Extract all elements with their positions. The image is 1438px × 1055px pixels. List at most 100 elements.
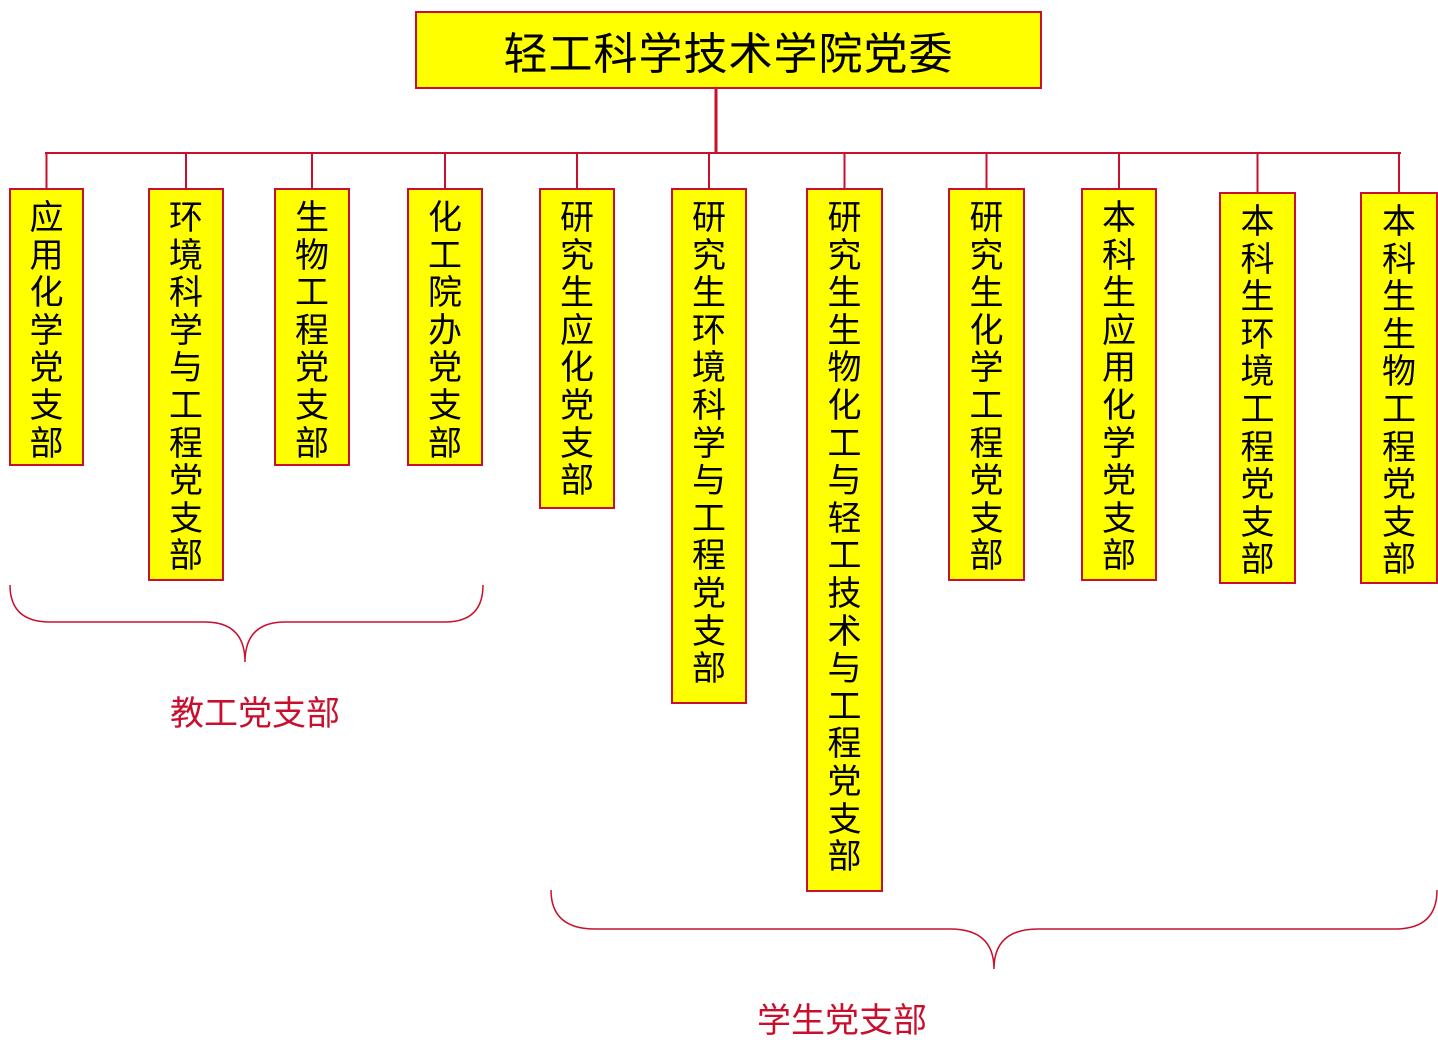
branch-label-char: 本 <box>1382 202 1416 242</box>
branch-label-char: 程 <box>692 536 726 577</box>
branch-label-char: 科 <box>1102 235 1136 276</box>
branch-label-char: 生 <box>827 273 862 314</box>
group-label-student: 学生党支部 <box>757 1001 927 1041</box>
branch-label-char: 化 <box>969 310 1004 351</box>
branch-label-char: 党 <box>1102 461 1136 502</box>
branch-label-char: 境 <box>169 235 203 276</box>
branch-label-char: 工 <box>692 498 726 539</box>
branch-label-char: 党 <box>560 385 594 426</box>
branch-label-char: 生 <box>827 310 862 351</box>
branch-label-char: 部 <box>295 423 329 464</box>
branch-label-char: 化 <box>560 348 594 389</box>
branch-label-char: 化 <box>29 273 64 314</box>
brace-student <box>550 889 1438 970</box>
branch-label-char: 生 <box>1240 277 1275 318</box>
branch-label-char: 支 <box>295 385 329 426</box>
branch-label-char: 部 <box>560 461 594 502</box>
branch-label-char: 科 <box>1240 239 1275 280</box>
branch-node: 研究生化学工程党支部 <box>948 188 1025 581</box>
branch-label-char: 物 <box>1382 352 1416 393</box>
branch-node: 本科生环境工程党支部 <box>1219 192 1296 584</box>
branch-label-char: 与 <box>827 461 862 502</box>
branch-label-char: 生 <box>1102 273 1136 314</box>
branch-label-char: 技 <box>827 573 862 614</box>
branch-label-char: 科 <box>692 385 726 426</box>
root-label: 轻工科学技术学院党委 <box>503 29 954 80</box>
branch-label-char: 党 <box>1240 465 1275 506</box>
branch-label-char: 程 <box>827 724 862 765</box>
branch-label-char: 工 <box>169 385 203 426</box>
branch-label-char: 物 <box>827 348 862 389</box>
branch-label-char: 科 <box>169 273 203 314</box>
branch-label-char: 党 <box>295 348 329 389</box>
branch-label-char: 工 <box>827 536 862 577</box>
branch-label-char: 究 <box>560 235 594 276</box>
branch-label-char: 究 <box>827 235 862 276</box>
branch-label-char: 部 <box>29 423 64 464</box>
branch-label-char: 部 <box>1240 540 1275 581</box>
branch-label-char: 党 <box>29 348 64 389</box>
branch-node: 生物工程党支部 <box>274 188 350 466</box>
branch-label-char: 工 <box>969 385 1004 426</box>
branch-label-char: 工 <box>1382 389 1416 430</box>
branch-node: 研究生生物化工与轻工技术与工程党支部 <box>806 188 883 892</box>
branch-label-char: 支 <box>1102 498 1136 539</box>
branch-label-char: 境 <box>692 348 726 389</box>
branch-label-char: 本 <box>1240 202 1275 242</box>
branch-label-char: 党 <box>169 461 203 502</box>
branch-label-char: 程 <box>1382 427 1416 468</box>
branch-label-char: 支 <box>827 799 862 840</box>
branch-label-char: 学 <box>692 423 726 464</box>
branch-label-char: 轻 <box>827 498 862 539</box>
branch-node: 本科生生物工程党支部 <box>1360 192 1438 584</box>
branch-label-char: 部 <box>1382 540 1416 581</box>
branch-node: 应用化学党支部 <box>9 188 84 466</box>
branch-node: 化工院办党支部 <box>407 188 483 466</box>
branch-node: 研究生应化党支部 <box>539 188 615 509</box>
branch-label-char: 程 <box>169 423 203 464</box>
branch-label-char: 部 <box>169 536 203 577</box>
branch-node: 研究生环境科学与工程党支部 <box>671 188 747 704</box>
branch-label-char: 用 <box>29 235 64 276</box>
branch-label-char: 党 <box>428 348 462 389</box>
branch-label-char: 工 <box>428 235 462 276</box>
branch-label-char: 生 <box>295 198 329 238</box>
branch-label-char: 工 <box>827 686 862 727</box>
branch-label-char: 生 <box>969 273 1004 314</box>
branch-label-char: 支 <box>692 611 726 652</box>
branch-label-char: 环 <box>692 310 726 351</box>
branch-label-char: 部 <box>692 649 726 690</box>
brace-faculty <box>9 584 484 663</box>
branch-label-char: 本 <box>1102 198 1136 238</box>
branch-label-char: 究 <box>969 235 1004 276</box>
branch-label-char: 应 <box>1102 310 1136 351</box>
branch-label-char: 生 <box>1382 314 1416 355</box>
branch-label-char: 支 <box>29 385 64 426</box>
branch-label-char: 学 <box>169 310 203 351</box>
branch-label-char: 学 <box>1102 423 1136 464</box>
branch-label-char: 与 <box>827 649 862 690</box>
branch-label-char: 支 <box>560 423 594 464</box>
branch-label-char: 与 <box>169 348 203 389</box>
branch-label-char: 支 <box>969 498 1004 539</box>
root-node: 轻工科学技术学院党委 <box>415 11 1042 89</box>
branch-label-char: 研 <box>692 198 726 238</box>
branch-label-char: 术 <box>827 611 862 652</box>
branch-node: 环境科学与工程党支部 <box>148 188 224 581</box>
branch-label-char: 究 <box>692 235 726 276</box>
branch-label-char: 化 <box>1102 385 1136 426</box>
branch-label-char: 学 <box>29 310 64 351</box>
branch-label-char: 应 <box>560 310 594 351</box>
branch-label-char: 研 <box>560 198 594 238</box>
branch-label-char: 程 <box>1240 427 1275 468</box>
branch-label-char: 境 <box>1240 352 1275 393</box>
branch-label-char: 支 <box>1382 502 1416 543</box>
branch-label-char: 部 <box>969 536 1004 577</box>
branch-label-char: 程 <box>295 310 329 351</box>
branch-label-char: 院 <box>428 273 462 314</box>
branch-label-char: 与 <box>692 461 726 502</box>
branch-label-char: 程 <box>969 423 1004 464</box>
branch-label-char: 应 <box>29 198 64 238</box>
branch-label-char: 支 <box>1240 502 1275 543</box>
